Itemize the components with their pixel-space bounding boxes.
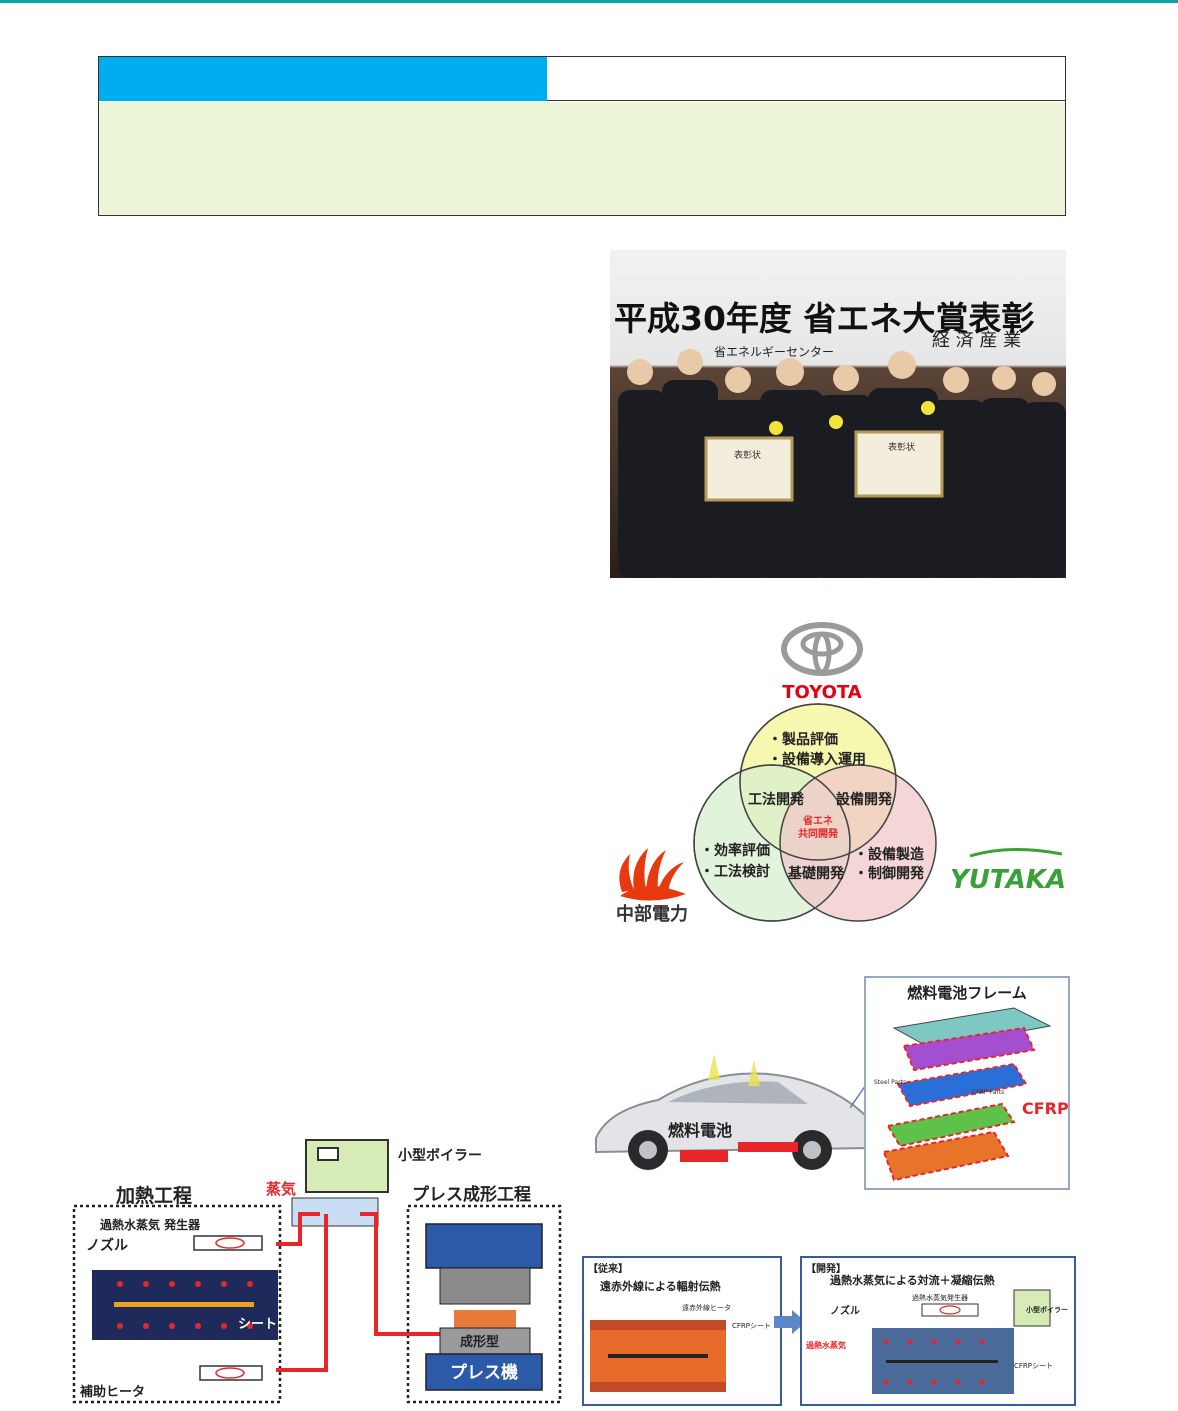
yutaka-logo: YUTAKA bbox=[950, 848, 1066, 895]
toyota-logo: TOYOTA bbox=[781, 622, 863, 702]
boiler-label: 小型ボイラー bbox=[398, 1147, 482, 1164]
old-title: 遠赤外線による輻射伝熱 bbox=[600, 1279, 721, 1293]
banner-org-right: 経 済 産 業 bbox=[932, 330, 1021, 351]
sheet-label: シート bbox=[238, 1317, 277, 1332]
new-nozzle-label: ノズル bbox=[830, 1304, 860, 1317]
press-machine-label: プレス機 bbox=[450, 1362, 518, 1383]
venn-top-item-1: ・製品評価 bbox=[768, 731, 838, 748]
process-diagram: 小型ボイラー 加熱工程 蒸気 プレス成形工程 過熱水蒸気 発生器 ノズル シート… bbox=[72, 1139, 562, 1404]
venn-right-item-2: ・制御開発 bbox=[854, 865, 925, 882]
mold-label: 成形型 bbox=[460, 1334, 499, 1350]
venn-overlap-bottom: 基礎開発 bbox=[788, 865, 845, 882]
header-title-tab bbox=[99, 57, 547, 101]
old-sheet-label: CFRPシート bbox=[732, 1322, 771, 1330]
header-rule bbox=[547, 100, 1066, 101]
chubu-electric-logo: 中部電力 bbox=[616, 848, 688, 924]
transition-arrow bbox=[774, 1310, 806, 1334]
heating-process-label: 加熱工程 bbox=[115, 1184, 192, 1207]
new-tag: 【開発】 bbox=[806, 1262, 846, 1275]
venn-center-line-1: 省エネ bbox=[802, 814, 833, 827]
steel-parts-label: Steel Parts bbox=[874, 1079, 906, 1086]
venn-diagram: ・製品評価 ・設備導入運用 工法開発 設備開発 省エネ 共同開発 ・効率評価 ・… bbox=[693, 703, 937, 922]
banner-title: 平成30年度 省エネ大賞表彰 bbox=[614, 299, 1034, 338]
cfrp-label: CFRP bbox=[1022, 1099, 1069, 1118]
venn-center-line-2: 共同開発 bbox=[798, 827, 839, 840]
conventional-method-panel: 【従来】 遠赤外線による輻射伝熱 遠赤外線ヒータ CFRPシート bbox=[582, 1256, 782, 1406]
cfrp-parts-label: CFRP Parts bbox=[972, 1089, 1004, 1096]
new-sheet-label: CFRPシート bbox=[1014, 1362, 1053, 1370]
steam-label: 蒸気 bbox=[266, 1180, 296, 1198]
certificate-right-title: 表彰状 bbox=[888, 441, 915, 453]
certificate-left-title: 表彰状 bbox=[734, 449, 761, 461]
old-tag: 【従来】 bbox=[588, 1262, 628, 1275]
fuel-cell-frame-panel: 燃料電池フレーム Steel Parts CFRP Parts CFRP bbox=[864, 976, 1070, 1190]
fuel-cell-label: 燃料電池 bbox=[668, 1121, 732, 1140]
venn-left-item-2: ・工法検討 bbox=[700, 863, 770, 880]
toyota-wordmark: TOYOTA bbox=[782, 682, 862, 702]
old-heater-label: 遠赤外線ヒータ bbox=[682, 1303, 731, 1312]
aux-heater-label: 補助ヒータ bbox=[79, 1384, 145, 1400]
header-summary-panel bbox=[99, 102, 1065, 215]
fuel-cell-car-illustration: 燃料電池 bbox=[595, 1054, 872, 1170]
top-rule bbox=[0, 0, 1178, 3]
venn-left-item-1: ・効率評価 bbox=[700, 842, 770, 859]
nozzle-label: ノズル bbox=[86, 1237, 128, 1254]
venn-top-item-2: ・設備導入運用 bbox=[768, 751, 866, 768]
new-title: 過熱水蒸気による対流＋凝縮伝熱 bbox=[829, 1273, 995, 1287]
venn-overlap-top-left: 工法開発 bbox=[748, 791, 805, 808]
frame-title: 燃料電池フレーム bbox=[907, 984, 1027, 1002]
venn-right-item-1: ・設備製造 bbox=[854, 846, 924, 863]
venn-overlap-top-right: 設備開発 bbox=[836, 791, 893, 808]
award-ceremony-photo: 平成30年度 省エネ大賞表彰 省エネルギーセンター 経 済 産 業 bbox=[610, 250, 1066, 578]
award-photo-illustration: 平成30年度 省エネ大賞表彰 省エネルギーセンター 経 済 産 業 bbox=[610, 250, 1066, 578]
new-boiler-label: 小型ボイラー bbox=[1025, 1305, 1068, 1314]
article-header-box bbox=[98, 56, 1066, 216]
press-process-label: プレス成形工程 bbox=[412, 1184, 531, 1205]
banner-org-left: 省エネルギーセンター bbox=[714, 345, 834, 359]
yutaka-wordmark: YUTAKA bbox=[950, 865, 1066, 895]
new-steam-label: 過熱水蒸気 bbox=[805, 1340, 846, 1350]
new-generator-label: 過熱水蒸気発生器 bbox=[912, 1293, 968, 1302]
generator-label: 過熱水蒸気 発生器 bbox=[99, 1217, 201, 1232]
chubu-wordmark: 中部電力 bbox=[616, 903, 688, 924]
developed-method-panel: 【開発】 過熱水蒸気による対流＋凝縮伝熱 過熱水蒸気発生器 小型ボイラー ノズル… bbox=[800, 1256, 1076, 1406]
